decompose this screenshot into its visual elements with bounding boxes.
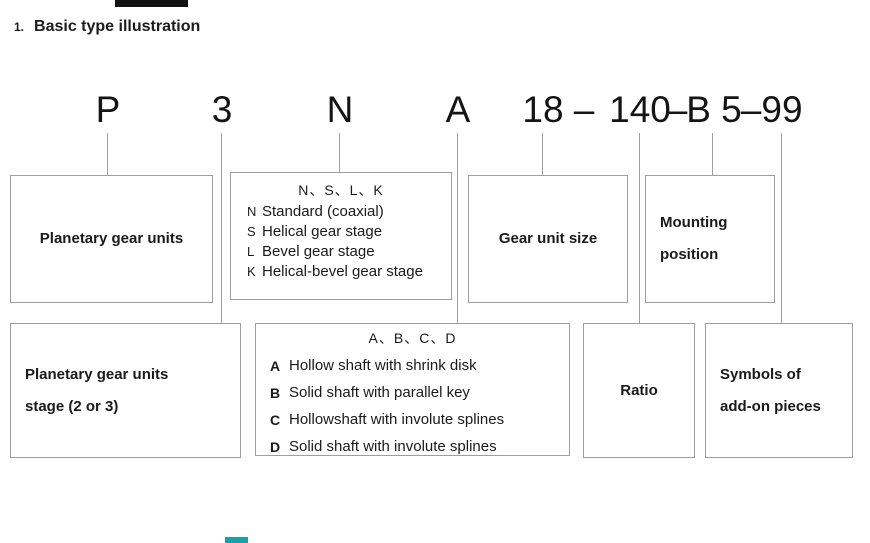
connector-mounting <box>712 133 713 175</box>
code-char-size: 18 <box>522 89 564 130</box>
code-char-shaft-type: A <box>445 89 471 130</box>
box-planetary-label: Planetary gear units <box>39 230 184 247</box>
item-label: Helical-bevel gear stage <box>262 263 423 280</box>
connector-gear-type <box>339 133 340 172</box>
item-label: Solid shaft with involute splines <box>289 438 497 455</box>
box-ratio: Ratio <box>583 323 695 458</box>
code-char-mounting: B 5 <box>686 89 742 130</box>
box-mounting-position: Mounting position <box>645 175 775 303</box>
box-gear-unit-size-label: Gear unit size <box>498 230 598 247</box>
connector-shaft-type <box>457 133 458 323</box>
box-ratio-label: Ratio <box>620 381 658 399</box>
item-label: Standard (coaxial) <box>262 203 384 220</box>
list-item-s: S Helical gear stage <box>231 223 451 243</box>
connector-size <box>542 133 543 175</box>
code-char-planetary: P <box>95 89 121 130</box>
item-label: Hollowshaft with involute splines <box>289 411 505 428</box>
item-key: L <box>247 244 255 259</box>
box-gear-type-options: N、S、L、K N Standard (coaxial) S Helical g… <box>230 172 452 300</box>
bottom-accent-bar <box>225 537 248 543</box>
connector-ratio <box>639 133 640 323</box>
code-dash-2: – <box>666 89 688 130</box>
box-gear-unit-size: Gear unit size <box>468 175 628 303</box>
item-label: Helical gear stage <box>262 223 383 240</box>
heading-number: 1. <box>14 20 25 34</box>
item-key: C <box>270 411 281 428</box>
code-char-gear-type: N <box>326 89 354 130</box>
item-label: Hollow shaft with shrink disk <box>289 357 477 374</box>
list-item-d: D Solid shaft with involute splines <box>256 433 569 460</box>
stage-line-1: Planetary gear units <box>25 365 169 383</box>
mounting-line-1: Mounting <box>660 214 728 231</box>
box-planetary-gear-units: Planetary gear units <box>10 175 213 303</box>
symbols-line-1: Symbols of <box>720 365 801 383</box>
item-label: Bevel gear stage <box>262 243 375 260</box>
code-dash-1: – <box>573 89 595 130</box>
list-item-n: N Standard (coaxial) <box>231 203 451 223</box>
list-item-l: L Bevel gear stage <box>231 243 451 263</box>
box-shaft-type-options: A、B、C、D A Hollow shaft with shrink disk … <box>255 323 570 456</box>
item-key: N <box>247 204 257 219</box>
item-key: K <box>247 264 256 279</box>
connector-planetary <box>107 133 108 175</box>
gear-type-header: N、S、L、K <box>298 182 384 198</box>
list-item-k: K Helical-bevel gear stage <box>231 263 451 283</box>
list-item-a: A Hollow shaft with shrink disk <box>256 352 569 379</box>
item-key: A <box>270 357 281 374</box>
item-key: D <box>270 438 281 455</box>
box-symbols-addon: Symbols of add-on pieces <box>705 323 853 458</box>
code-char-ratio: 140 <box>609 89 671 130</box>
connector-addon <box>781 133 782 323</box>
item-label: Solid shaft with parallel key <box>289 384 470 401</box>
page-title: 1. Basic type illustration <box>14 18 200 36</box>
stage-line-2: stage (2 or 3) <box>25 397 119 415</box>
heading-text: Basic type illustration <box>34 18 201 35</box>
item-key: B <box>270 384 281 401</box>
list-item-c: C Hollowshaft with involute splines <box>256 406 569 433</box>
mounting-line-2: position <box>660 246 719 263</box>
top-crop-bar <box>115 0 188 7</box>
code-dash-3: – <box>740 89 762 130</box>
list-item-b: B Solid shaft with parallel key <box>256 379 569 406</box>
code-char-stage: 3 <box>211 89 233 130</box>
box-planetary-stage: Planetary gear units stage (2 or 3) <box>10 323 241 458</box>
item-key: S <box>247 224 256 239</box>
code-char-addon: 99 <box>761 89 803 130</box>
symbols-line-2: add-on pieces <box>720 397 821 415</box>
connector-stage <box>221 133 222 323</box>
shaft-type-header: A、B、C、D <box>368 330 457 346</box>
